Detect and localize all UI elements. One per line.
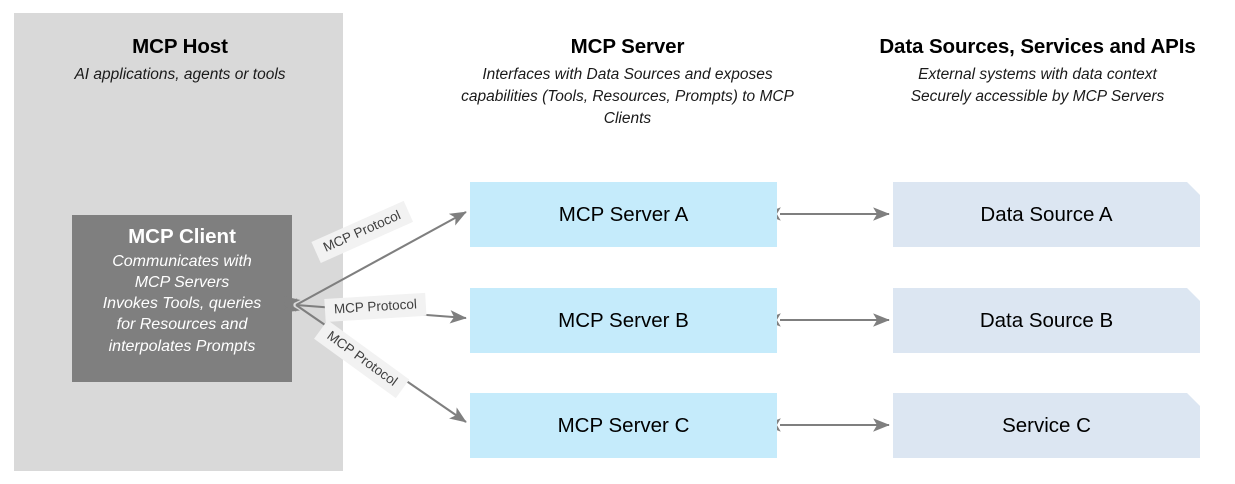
node-mcp-server-b[interactable]: MCP Server B xyxy=(470,288,777,353)
server-column-subtitle: Interfaces with Data Sources and exposes… xyxy=(461,65,794,127)
host-column-heading: MCP Host AI applications, agents or tool… xyxy=(30,34,330,86)
host-column-title: MCP Host xyxy=(132,35,228,58)
node-data-source-b[interactable]: Data Source B xyxy=(893,288,1200,353)
node-mcp-server-c[interactable]: MCP Server C xyxy=(470,393,777,458)
server-column-heading: MCP Server Interfaces with Data Sources … xyxy=(455,34,800,130)
sources-column-title: Data Sources, Services and APIs xyxy=(879,35,1196,58)
node-service-c[interactable]: Service C xyxy=(893,393,1200,458)
sources-column-heading: Data Sources, Services and APIs External… xyxy=(845,34,1230,108)
server-column-title: MCP Server xyxy=(570,35,685,58)
protocol-label-b: MCP Protocol xyxy=(324,292,427,322)
host-column-subtitle: AI applications, agents or tools xyxy=(74,65,286,83)
node-mcp-server-a[interactable]: MCP Server A xyxy=(470,182,777,247)
node-data-source-a[interactable]: Data Source A xyxy=(893,182,1200,247)
mcp-client-title: MCP Client xyxy=(128,225,236,248)
